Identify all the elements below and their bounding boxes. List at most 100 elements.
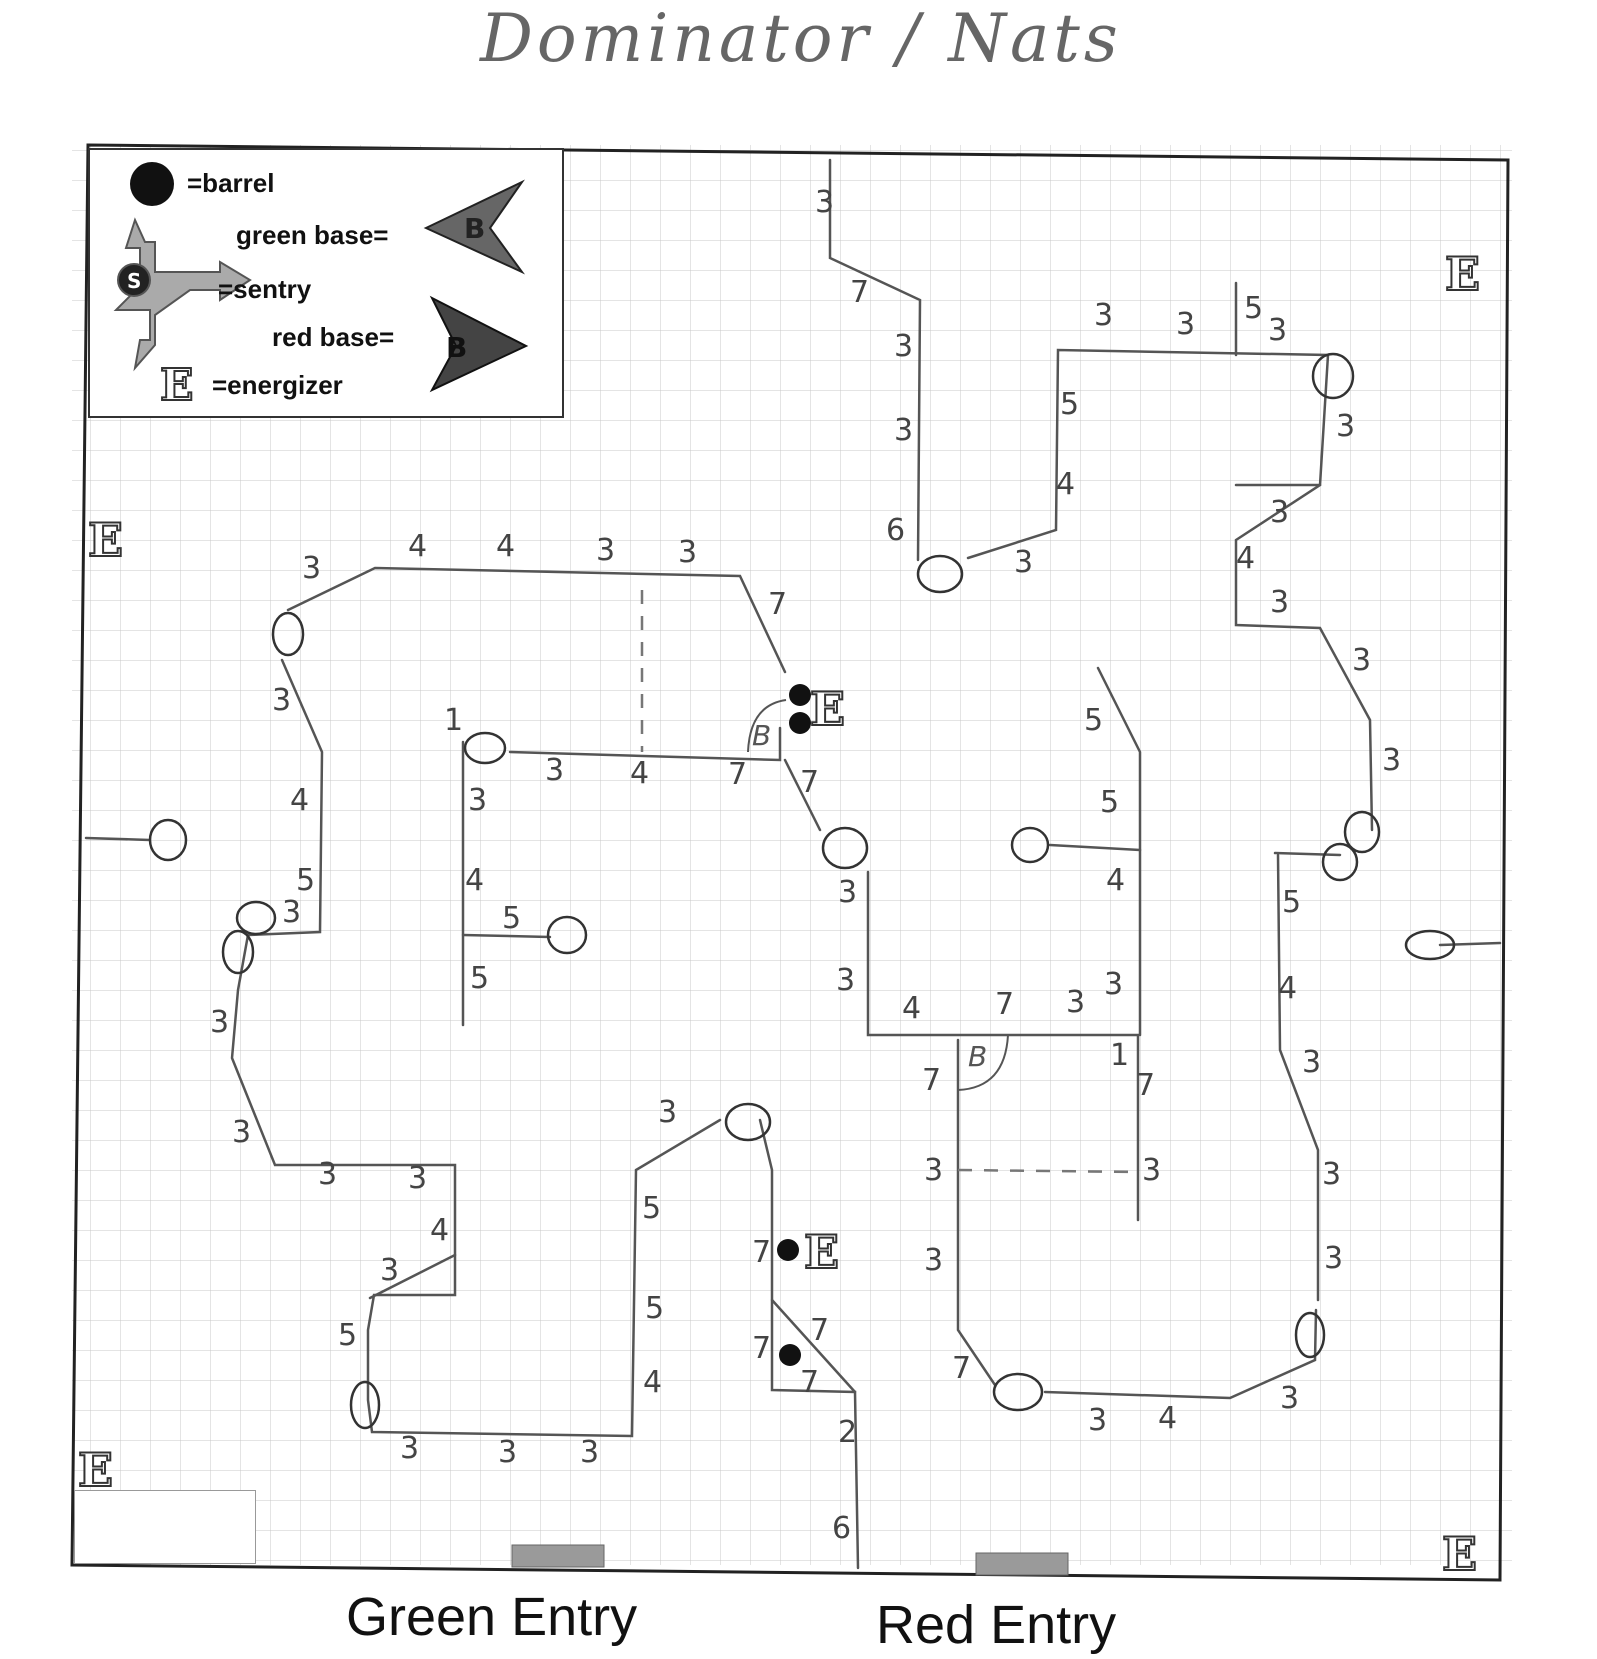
wall: [461, 933, 552, 939]
wall-number: 3: [658, 1095, 677, 1130]
wall-number: 5: [642, 1191, 661, 1226]
wall-number: 7: [922, 1063, 941, 1098]
wall-number: 4: [902, 991, 921, 1026]
wall-number: 4: [1278, 971, 1297, 1006]
wall-number: 3: [1094, 298, 1113, 333]
wall-number: 3: [1280, 1381, 1299, 1416]
sentry-icon: [1321, 842, 1359, 882]
map-border: [70, 143, 1510, 1582]
sentry-icon: [113, 217, 252, 372]
wall-numbers: 3 4 4 3 3 7 3 1 3 4 7 7 4 3 5 4 3 5 5 3 …: [210, 185, 1401, 1546]
green-base-icon-letter: B: [464, 212, 485, 245]
wall-number: 6: [832, 1511, 851, 1546]
wall-number: 3: [318, 1157, 337, 1192]
sentry-icon: [724, 1102, 772, 1142]
wall: [1096, 666, 1142, 1037]
sentry-icon: [221, 929, 255, 975]
barrel-icon: [789, 712, 811, 734]
wall-number: 7: [1136, 1068, 1155, 1103]
wall: [783, 758, 822, 832]
wall-number: 4: [630, 756, 649, 791]
red-base-icon: [429, 295, 529, 393]
wall: [956, 1038, 997, 1387]
wall-number: 3: [1014, 545, 1033, 580]
wall-number: 3: [1142, 1153, 1161, 1188]
green-base-icon: [423, 179, 526, 275]
energizer-icon: E: [1445, 247, 1480, 301]
wall-number: 3: [1268, 313, 1287, 348]
wall-number: 2: [838, 1415, 857, 1450]
sentry-icon: [463, 731, 507, 765]
wall-number: 3: [1066, 985, 1085, 1020]
wall: [770, 1298, 857, 1394]
wall-number: 3: [815, 185, 834, 220]
energizer-icon: E: [810, 682, 845, 736]
wall-number: 7: [752, 1235, 771, 1270]
sentry-icon: [1343, 810, 1381, 854]
wall: [828, 158, 922, 562]
wall-number: 3: [924, 1153, 943, 1188]
wall-number: 7: [952, 1351, 971, 1386]
wall: [286, 566, 787, 674]
wall-number: 3: [1352, 643, 1371, 678]
dashed-walls: [640, 590, 1139, 1174]
legend-barrel-label: =barrel: [187, 168, 275, 198]
wall: [1276, 853, 1320, 1302]
wall-number: 3: [282, 895, 301, 930]
wall-number: 4: [408, 529, 427, 564]
energizers: E E E E E E: [77, 246, 1481, 1582]
sentry-icon: [349, 1380, 381, 1430]
wall-number: 3: [838, 875, 857, 910]
wall-number: 3: [894, 413, 913, 448]
legend-red-base-label: red base=: [272, 322, 395, 352]
map-title: Dominator / Nats: [480, 0, 1122, 77]
wall-number: 4: [465, 863, 484, 898]
dashed-wall: [957, 1168, 1139, 1174]
wall-number: 5: [1282, 885, 1301, 920]
wall-number: 3: [894, 329, 913, 364]
sentry-icon: [916, 554, 964, 594]
legend-icons: S B B E: [113, 162, 529, 412]
wall-number: 7: [768, 587, 787, 622]
wall-number: 4: [1056, 467, 1075, 502]
wall: [758, 1118, 860, 1570]
wall-number: 5: [645, 1291, 664, 1326]
green-base-arc: [747, 699, 787, 753]
sentry-icon: [546, 915, 588, 955]
wall-number: 3: [400, 1431, 419, 1466]
wall-number: 3: [210, 1005, 229, 1040]
sentry-icon: [148, 818, 188, 862]
wall-number: 3: [302, 551, 321, 586]
wall-number: 3: [1104, 967, 1123, 1002]
wall-number: 5: [502, 901, 521, 936]
wall-number: 3: [1322, 1157, 1341, 1192]
red-base-label: B: [968, 1040, 987, 1073]
wall-number: 3: [1302, 1045, 1321, 1080]
wall-number: 5: [470, 961, 489, 996]
energizer-icon: E: [804, 1225, 839, 1279]
wall-number: 7: [850, 275, 869, 310]
wall-number: 3: [1270, 585, 1289, 620]
legend: S B B E =barrel green base= =sentry red …: [88, 148, 564, 418]
walls: [84, 158, 1502, 1570]
sentry-icon: [821, 826, 869, 870]
sentries: [148, 352, 1456, 1430]
legend-sentry-label: =sentry: [218, 274, 312, 304]
wall-number: 3: [272, 683, 291, 718]
wall-number: 4: [496, 529, 515, 564]
wall-number: 7: [800, 765, 819, 800]
wall-number: 4: [1106, 863, 1125, 898]
wall-number: 3: [1324, 1241, 1343, 1276]
barrel-icon: [777, 1239, 799, 1261]
sentry-icon: [235, 900, 277, 936]
wall-number: 3: [836, 963, 855, 998]
wall-number: 3: [408, 1161, 427, 1196]
wall-number: 7: [728, 757, 747, 792]
red-entry-marker: [975, 1552, 1069, 1576]
wall-number: 3: [1336, 409, 1355, 444]
wall: [866, 870, 1140, 1222]
wall-number: 7: [800, 1365, 819, 1400]
wall-number: 5: [296, 863, 315, 898]
wall: [84, 836, 152, 842]
wall-number: 3: [1382, 743, 1401, 778]
